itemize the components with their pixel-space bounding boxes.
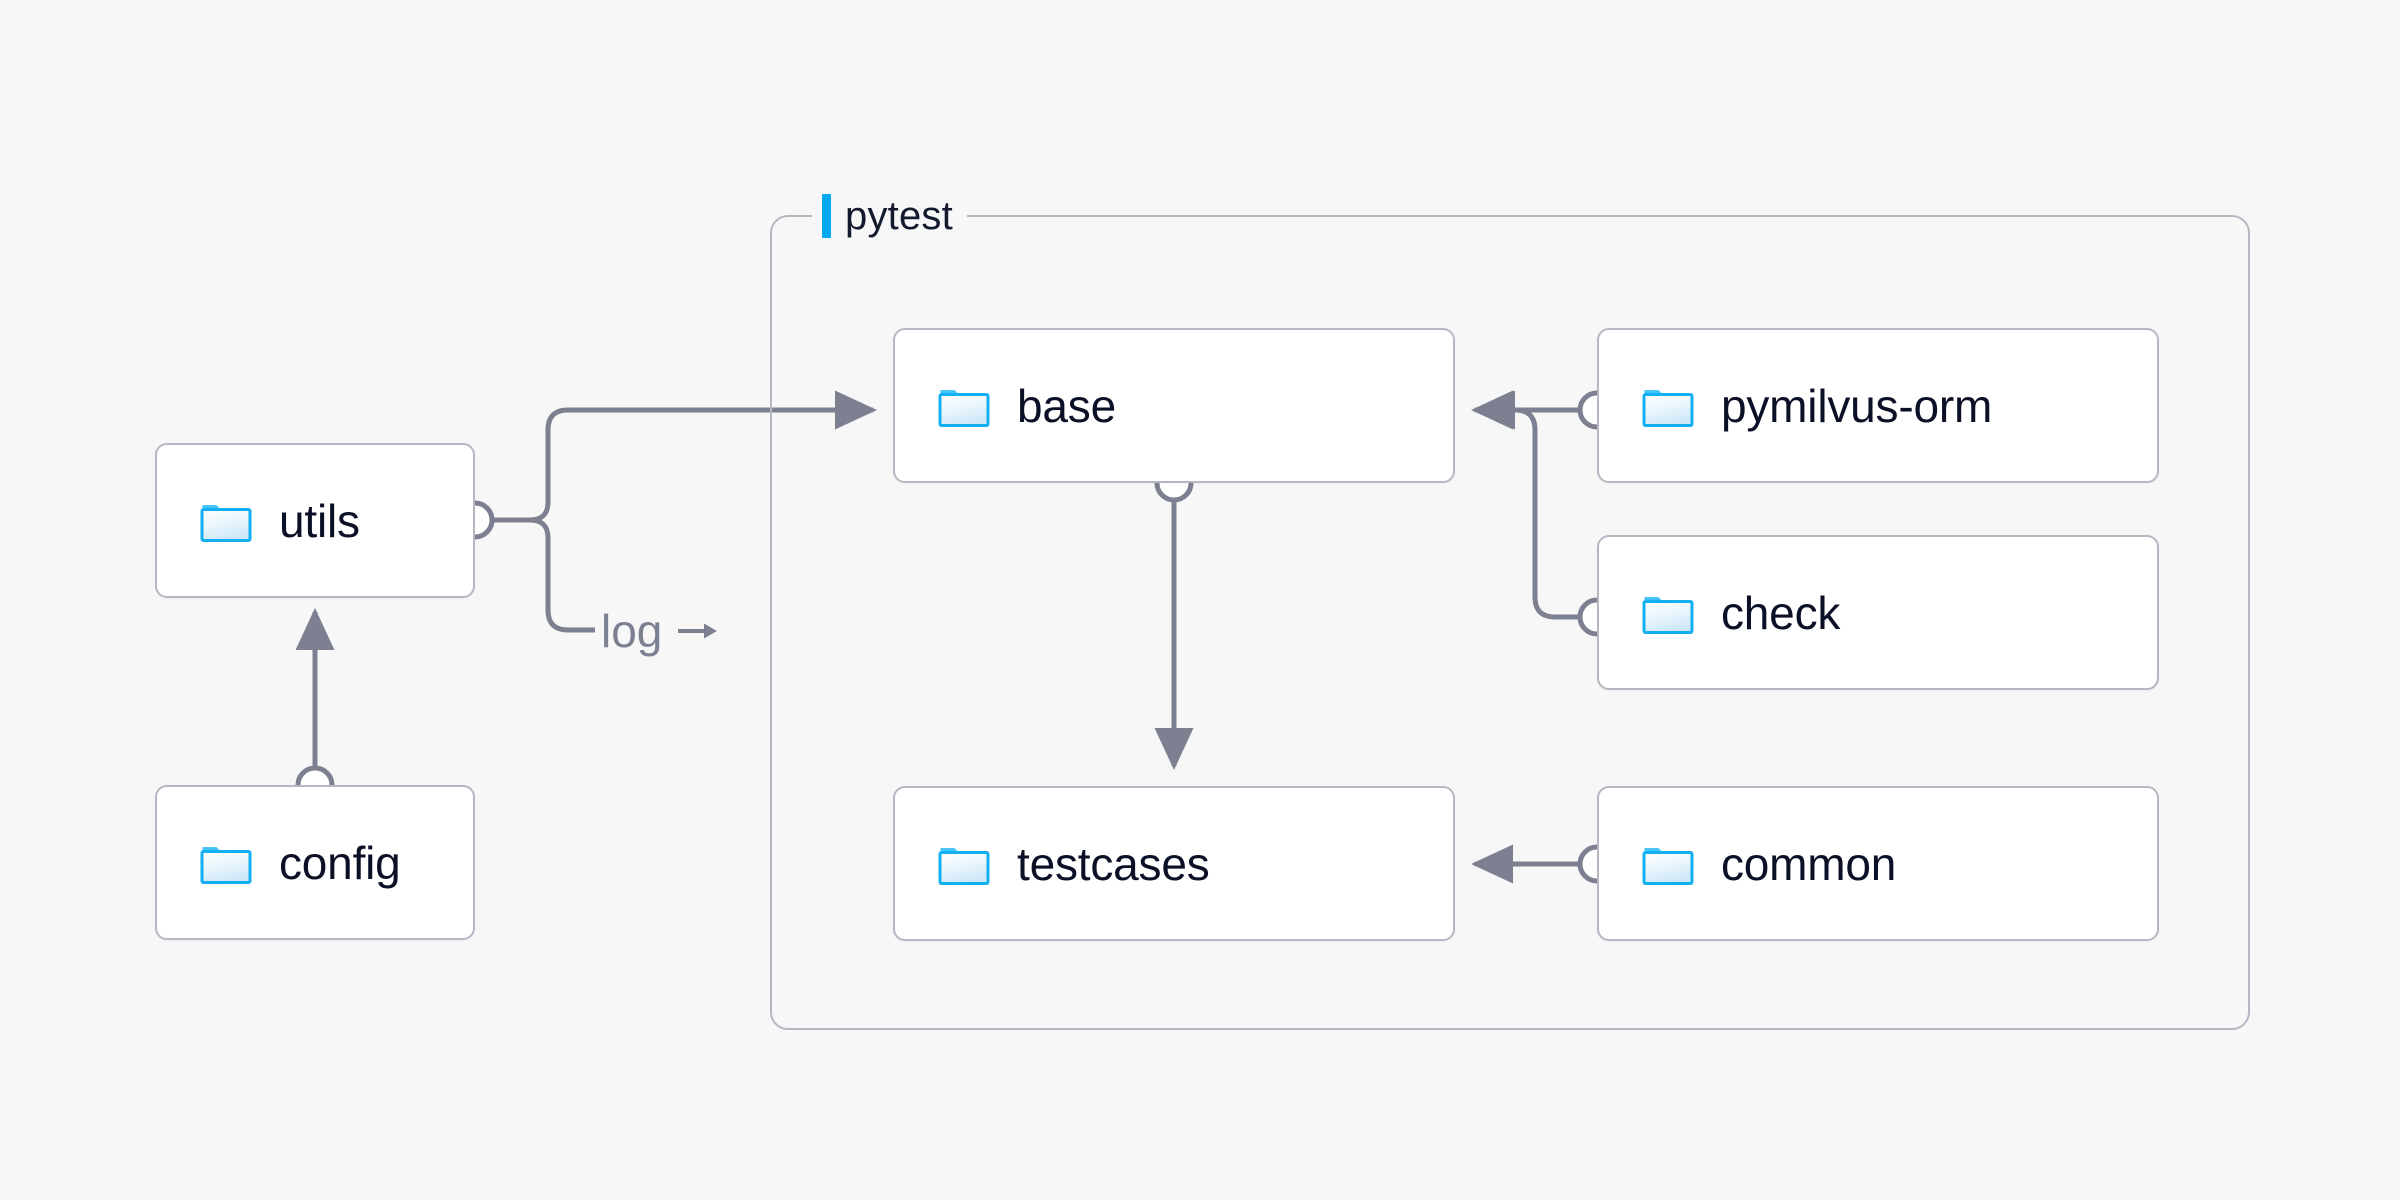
- node-config[interactable]: config: [155, 785, 475, 940]
- node-common-label: common: [1721, 837, 1897, 890]
- group-label-text: pytest: [845, 194, 953, 238]
- node-base-label: base: [1017, 379, 1116, 432]
- folder-icon: [1642, 389, 1694, 427]
- node-check-label: check: [1721, 586, 1841, 639]
- edge-utils-to-log: [529, 517, 595, 633]
- folder-icon: [938, 389, 990, 427]
- accent-bar-icon: [822, 194, 831, 238]
- node-testcases[interactable]: testcases: [893, 786, 1455, 941]
- node-check[interactable]: check: [1597, 535, 2159, 690]
- group-pytest-label: pytest: [812, 190, 967, 242]
- node-common[interactable]: common: [1597, 786, 2159, 941]
- folder-icon: [200, 504, 252, 542]
- node-utils[interactable]: utils: [155, 443, 475, 598]
- node-utils-label: utils: [279, 494, 360, 547]
- folder-icon: [1642, 847, 1694, 885]
- folder-icon: [1642, 596, 1694, 634]
- edge-label-log: log: [601, 608, 718, 654]
- node-pymilvus-orm-label: pymilvus-orm: [1721, 379, 1993, 432]
- folder-icon: [938, 847, 990, 885]
- node-base[interactable]: base: [893, 328, 1455, 483]
- edge-label-log-text: log: [601, 605, 663, 657]
- group-pytest[interactable]: [770, 215, 2250, 1030]
- node-config-label: config: [279, 836, 401, 889]
- folder-icon: [200, 846, 252, 884]
- node-pymilvus-orm[interactable]: pymilvus-orm: [1597, 328, 2159, 483]
- node-testcases-label: testcases: [1017, 837, 1210, 890]
- arrow-right-icon: [678, 623, 718, 639]
